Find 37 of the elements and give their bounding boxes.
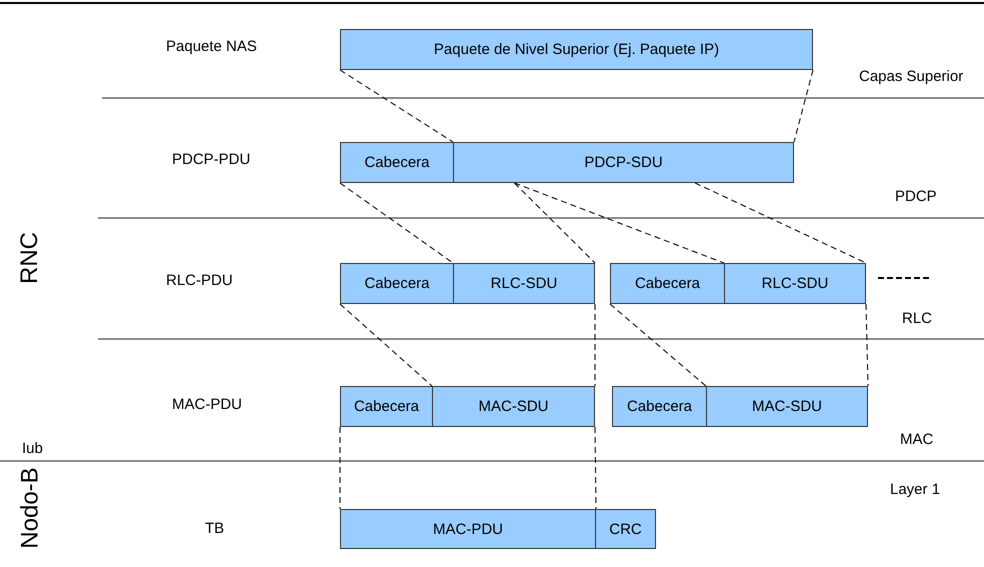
- layer-label: MAC: [900, 431, 934, 448]
- layer-label: TB: [205, 520, 224, 537]
- pdu-field-box: CRC: [595, 509, 656, 549]
- pdu-field-box: MAC-SDU: [706, 386, 868, 427]
- dashed-line: [610, 304, 706, 386]
- pdu-field-box: Cabecera: [610, 263, 725, 304]
- pdu-field-box: Cabecera: [340, 142, 454, 183]
- dashed-line: [340, 70, 454, 142]
- layer-label: Paquete NAS: [166, 38, 257, 55]
- pdu-field-box: Paquete de Nivel Superior (Ej. Paquete IP): [340, 29, 813, 70]
- layer-label: Iub: [22, 440, 43, 457]
- dashed-line: [866, 304, 868, 386]
- dashed-line: [340, 304, 432, 386]
- pdu-field-box: RLC-SDU: [724, 263, 866, 304]
- dashed-line: [794, 70, 814, 142]
- dashed-line: [694, 182, 866, 264]
- pdu-field-box: Cabecera: [340, 263, 454, 304]
- pdu-field-box: MAC-SDU: [432, 386, 595, 427]
- pdu-field-box: MAC-PDU: [340, 509, 596, 549]
- layer-label: MAC-PDU: [172, 396, 242, 413]
- layer-label: Layer 1: [890, 481, 940, 498]
- pdu-field-box: RLC-SDU: [453, 263, 595, 304]
- node-side-label: RNC: [16, 232, 44, 284]
- pdu-field-box: Cabecera: [612, 386, 707, 427]
- layer-label: PDCP-PDU: [172, 151, 250, 168]
- dashed-line: [594, 304, 596, 386]
- layer-label: RLC-PDU: [166, 272, 233, 289]
- pdu-field-box: Cabecera: [340, 386, 433, 427]
- node-side-label: Nodo-B: [16, 467, 44, 549]
- dashed-line: [514, 182, 596, 264]
- layer-label: Capas Superior: [859, 68, 964, 85]
- layer-label: PDCP: [895, 188, 937, 205]
- dashed-line: [514, 182, 724, 264]
- pdu-field-box: PDCP-SDU: [453, 142, 794, 183]
- layer-label: RLC: [902, 310, 932, 327]
- dashed-line: [594, 426, 596, 510]
- dashed-line: [340, 182, 454, 264]
